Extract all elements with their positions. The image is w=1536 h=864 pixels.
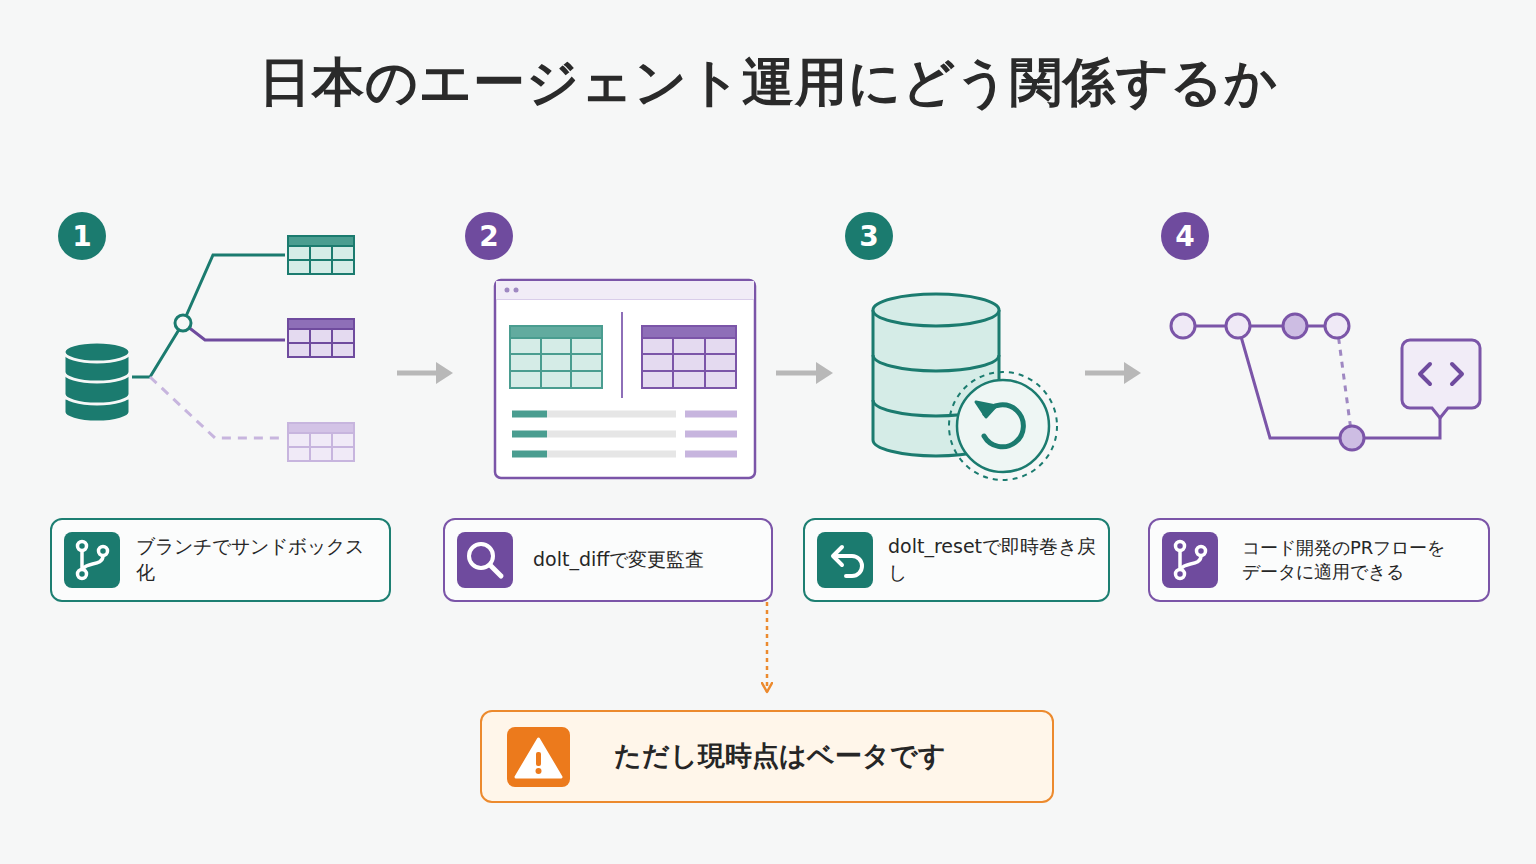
step-box: dolt_diffで変更監査 bbox=[443, 518, 773, 602]
callout-number: 4 bbox=[1161, 212, 1209, 260]
callout-number: 2 bbox=[465, 212, 513, 260]
box-text: ただし現時点はベータです bbox=[614, 738, 946, 774]
branch-illustration bbox=[64, 236, 354, 461]
pr-flow-illustration bbox=[1171, 314, 1480, 450]
branch-icon bbox=[1162, 532, 1218, 588]
warning-box: ただし現時点はベータです bbox=[480, 710, 1054, 803]
box-text: dolt_resetで即時巻き戻し bbox=[888, 534, 1100, 585]
step-box: dolt_resetで即時巻き戻し bbox=[803, 518, 1110, 602]
box-text: ブランチでサンドボックス化 bbox=[136, 534, 381, 585]
callout-number-text: 2 bbox=[479, 220, 498, 253]
warning-icon bbox=[507, 727, 570, 787]
callout-circle-shape bbox=[845, 212, 893, 260]
box-fill bbox=[50, 518, 1490, 803]
callout-circle-shape bbox=[465, 212, 513, 260]
branch-icon bbox=[64, 532, 120, 588]
undo-icon bbox=[817, 532, 873, 588]
diff-illustration bbox=[495, 280, 755, 478]
step-box: ブランチでサンドボックス化 bbox=[50, 518, 391, 602]
callout-circle-shape bbox=[58, 212, 106, 260]
box-text: コード開発のPRフローを データに適用できる bbox=[1242, 536, 1464, 585]
callout-number-text: 4 bbox=[1175, 220, 1194, 253]
box-text: dolt_diffで変更監査 bbox=[533, 547, 704, 573]
step-box: コード開発のPRフローを データに適用できる bbox=[1148, 518, 1490, 602]
callout-circle-shape bbox=[1161, 212, 1209, 260]
search-icon bbox=[457, 532, 513, 588]
callout-number: 3 bbox=[845, 212, 893, 260]
dotted-arrow bbox=[766, 602, 769, 692]
diagram-title: 日本のエージェント運用にどう関係するか bbox=[0, 48, 1536, 118]
callout-number-text: 3 bbox=[859, 220, 878, 253]
callout-number: 1 bbox=[58, 212, 106, 260]
edge-layer bbox=[767, 602, 768, 692]
callout-number-text: 1 bbox=[72, 220, 91, 253]
reset-illustration bbox=[873, 294, 1057, 480]
